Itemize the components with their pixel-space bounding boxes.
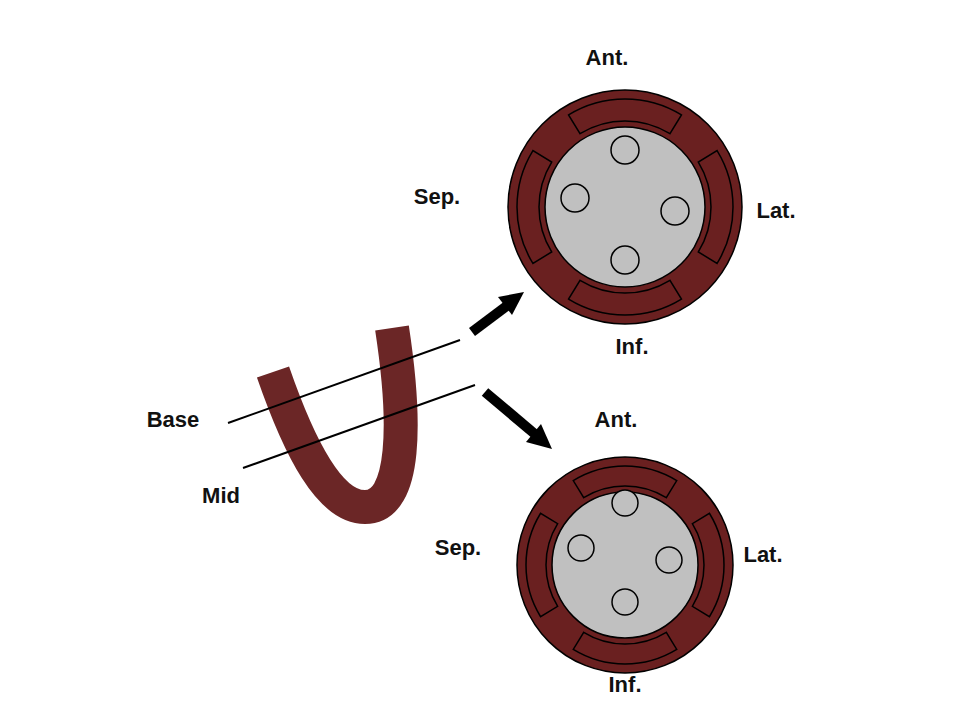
region-label: Lat. (743, 544, 782, 566)
segment-band (569, 99, 682, 134)
segment-band (692, 513, 724, 616)
short-axis-slice (517, 457, 733, 673)
sample-circle (611, 136, 639, 164)
region-label: Ant. (586, 47, 629, 69)
sample-circle (612, 490, 638, 516)
pointer-arrow (472, 305, 508, 332)
mid-slice-line (243, 385, 475, 468)
sample-circle (561, 184, 589, 212)
sample-circle (656, 547, 682, 573)
region-label: Inf. (616, 336, 649, 358)
sample-circle (568, 535, 594, 561)
segment-band (569, 280, 682, 315)
segment-band (526, 513, 558, 616)
segment-band (517, 151, 552, 264)
segment-band (573, 632, 676, 664)
region-label: Sep. (435, 537, 481, 559)
region-label: Lat. (756, 200, 795, 222)
arrow-head (526, 424, 552, 449)
region-label: Base (147, 409, 200, 431)
arrow-head (498, 292, 524, 315)
region-label: Inf. (609, 674, 642, 696)
cavity (545, 127, 705, 287)
sample-circle (612, 589, 638, 615)
base-slice-line (228, 340, 460, 423)
region-label: Ant. (595, 409, 638, 431)
myocardium-ring (517, 457, 733, 673)
pointer-arrow (485, 392, 536, 435)
region-label: Mid (202, 485, 240, 507)
segment-band (698, 151, 733, 264)
short-axis-slice (508, 90, 742, 324)
sample-circle (611, 246, 639, 274)
region-label: Sep. (414, 186, 460, 208)
sample-circle (661, 197, 689, 225)
myocardium-ring (508, 90, 742, 324)
